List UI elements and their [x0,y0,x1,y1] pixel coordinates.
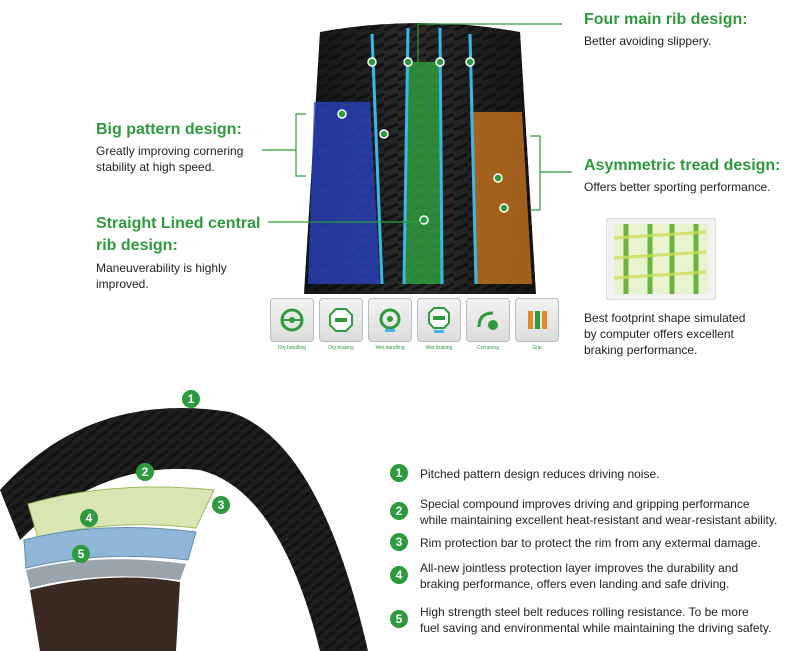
badge-dry-braking: Dry braking [319,298,363,354]
grip-icon [528,311,547,329]
list-text-5: High strength steel belt reduces rolling… [420,605,772,635]
cornering-icon [477,311,498,330]
badge-label: Wet braking [425,345,453,351]
list-number-5: 5 [390,610,408,628]
list-text-3: Rim protection bar to protect the rim fr… [420,536,761,550]
layer-marker-4: 4 [80,509,98,527]
straight-lined-desc-2: improved. [96,277,149,291]
list-text-1: Pitched pattern design reduces driving n… [420,467,660,481]
footprint-desc-3: braking performance. [584,343,698,357]
list-number-2: 2 [390,502,408,520]
badge-wet-handling: Wet handling [368,298,412,354]
four-rib-desc: Better avoiding slippery. [584,34,712,48]
layer-marker-1: 1 [182,390,200,408]
big-pattern-desc-1: Greatly improving cornering [96,144,244,158]
badge-label: Dry braking [328,345,354,351]
footprint-desc-2: by computer offers excellent [584,327,734,341]
four-rib-title: Four main rib design: [584,11,748,28]
big-pattern-desc-2: stability at high speed. [96,160,215,174]
badge-label: Cornering [477,345,499,351]
stop-sign-wet-icon [428,307,450,333]
steering-wheel-icon [280,308,304,332]
badge-dry-handling: Dry handling [270,298,314,354]
list-number-3: 3 [390,533,408,551]
steering-wheel-wet-icon [379,308,401,332]
list-number-1: 1 [390,464,408,482]
straight-lined-title-1: Straight Lined central [96,215,261,232]
stop-sign-icon [329,308,353,332]
badge-grip: Grip [515,298,559,354]
cutaway-tire-image [0,408,368,651]
callout-lines [262,23,572,223]
straight-lined-title-2: rib design: [96,237,178,254]
badge-label: Wet handling [375,345,405,351]
layer-marker-3: 3 [212,496,230,514]
big-pattern-title: Big pattern design: [96,121,242,138]
badge-wet-braking: Wet braking [417,298,461,354]
layer-marker-2: 2 [136,463,154,481]
badge-cornering: Cornering [466,298,510,354]
badge-label: Grip [532,345,542,351]
list-text-4: All-new jointless protection layer impro… [420,561,739,591]
list-text-2: Special compound improves driving and gr… [420,497,778,527]
asymmetric-title: Asymmetric tread design: [584,157,781,174]
layer-marker-5: 5 [72,545,90,563]
badge-label: Dry handling [277,345,307,351]
straight-lined-desc-1: Maneuverability is highly [96,261,227,275]
tread-tire-image [304,23,536,294]
asymmetric-desc: Offers better sporting performance. [584,180,771,194]
footprint-desc-1: Best footprint shape simulated [584,311,746,325]
list-number-4: 4 [390,566,408,584]
footprint-image [606,218,716,300]
